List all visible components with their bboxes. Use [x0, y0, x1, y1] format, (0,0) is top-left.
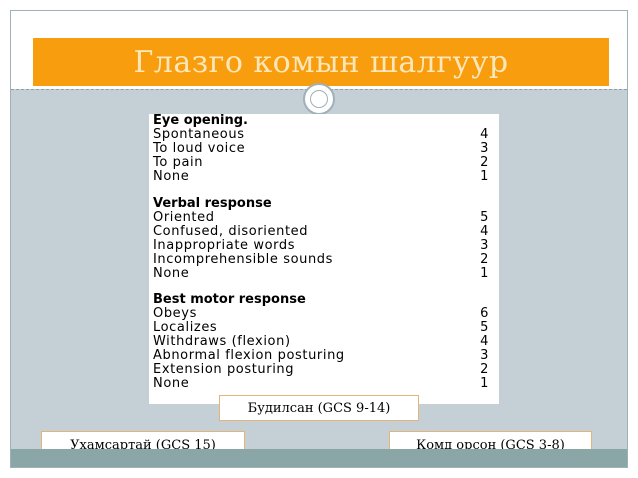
slide: Глазго комын шалгуур Eye opening. Sponta… — [10, 10, 628, 468]
bottom-strip — [11, 449, 627, 467]
row-score: 2 — [480, 155, 489, 170]
row-label: Oriented — [153, 210, 215, 225]
row-label: Obeys — [153, 306, 197, 321]
table-row: Oriented 5 — [153, 211, 489, 225]
section-heading: Eye opening. — [153, 113, 248, 128]
row-score: 2 — [480, 362, 489, 377]
row-score: 3 — [480, 141, 489, 156]
row-label: None — [153, 376, 190, 391]
table-row: Localizes 5 — [153, 321, 489, 335]
row-label: Abnormal flexion posturing — [153, 348, 345, 363]
table-row: Withdraws (flexion) 4 — [153, 335, 489, 349]
table-row: Confused, disoriented 4 — [153, 225, 489, 239]
table-row: None 1 — [153, 377, 489, 391]
row-score: 3 — [480, 348, 489, 363]
row-score: 5 — [480, 210, 489, 225]
gcs-section-verbal: Verbal response Oriented 5 Confused, diso… — [153, 197, 489, 281]
table-row: Incomprehensible sounds 2 — [153, 253, 489, 267]
table-row: Spontaneous 4 — [153, 128, 489, 142]
section-heading: Best motor response — [153, 292, 306, 307]
section-heading: Verbal response — [153, 196, 272, 211]
row-score: 6 — [480, 306, 489, 321]
title-bar: Глазго комын шалгуур — [33, 38, 609, 86]
table-row: Obeys 6 — [153, 307, 489, 321]
table-row: Inappropriate words 3 — [153, 239, 489, 253]
table-row: None 1 — [153, 170, 489, 184]
circle-ornament-icon — [303, 83, 335, 115]
row-label: To loud voice — [153, 141, 246, 156]
row-label: Inappropriate words — [153, 238, 296, 253]
row-label: To pain — [153, 155, 204, 170]
slide-title: Глазго комын шалгуур — [133, 44, 509, 80]
row-score: 5 — [480, 320, 489, 335]
row-score: 1 — [480, 169, 489, 184]
row-label: None — [153, 266, 190, 281]
row-label: Localizes — [153, 320, 218, 335]
gcs-score-table: Eye opening. Spontaneous 4 To loud voice 3… — [149, 114, 499, 404]
table-row: None 1 — [153, 267, 489, 281]
row-label: None — [153, 169, 190, 184]
row-score: 4 — [480, 334, 489, 349]
circle-ornament-inner — [310, 90, 328, 108]
table-row: To loud voice 3 — [153, 142, 489, 156]
row-score: 4 — [480, 127, 489, 142]
gcs-section-motor: Best motor response Obeys 6 Localizes 5 Wi… — [153, 293, 489, 391]
table-row: Extension posturing 2 — [153, 363, 489, 377]
row-label: Spontaneous — [153, 127, 245, 142]
table-row: Abnormal flexion posturing 3 — [153, 349, 489, 363]
row-score: 2 — [480, 252, 489, 267]
gcs-section-eye: Eye opening. Spontaneous 4 To loud voice 3… — [153, 114, 489, 184]
label-aroused: Будилсан (GCS 9-14) — [219, 395, 419, 421]
row-score: 4 — [480, 224, 489, 239]
row-score: 3 — [480, 238, 489, 253]
row-score: 1 — [480, 266, 489, 281]
table-row: To pain 2 — [153, 156, 489, 170]
row-label: Incomprehensible sounds — [153, 252, 334, 267]
row-label: Confused, disoriented — [153, 224, 309, 239]
row-label: Extension posturing — [153, 362, 295, 377]
row-score: 1 — [480, 376, 489, 391]
row-label: Withdraws (flexion) — [153, 334, 291, 349]
